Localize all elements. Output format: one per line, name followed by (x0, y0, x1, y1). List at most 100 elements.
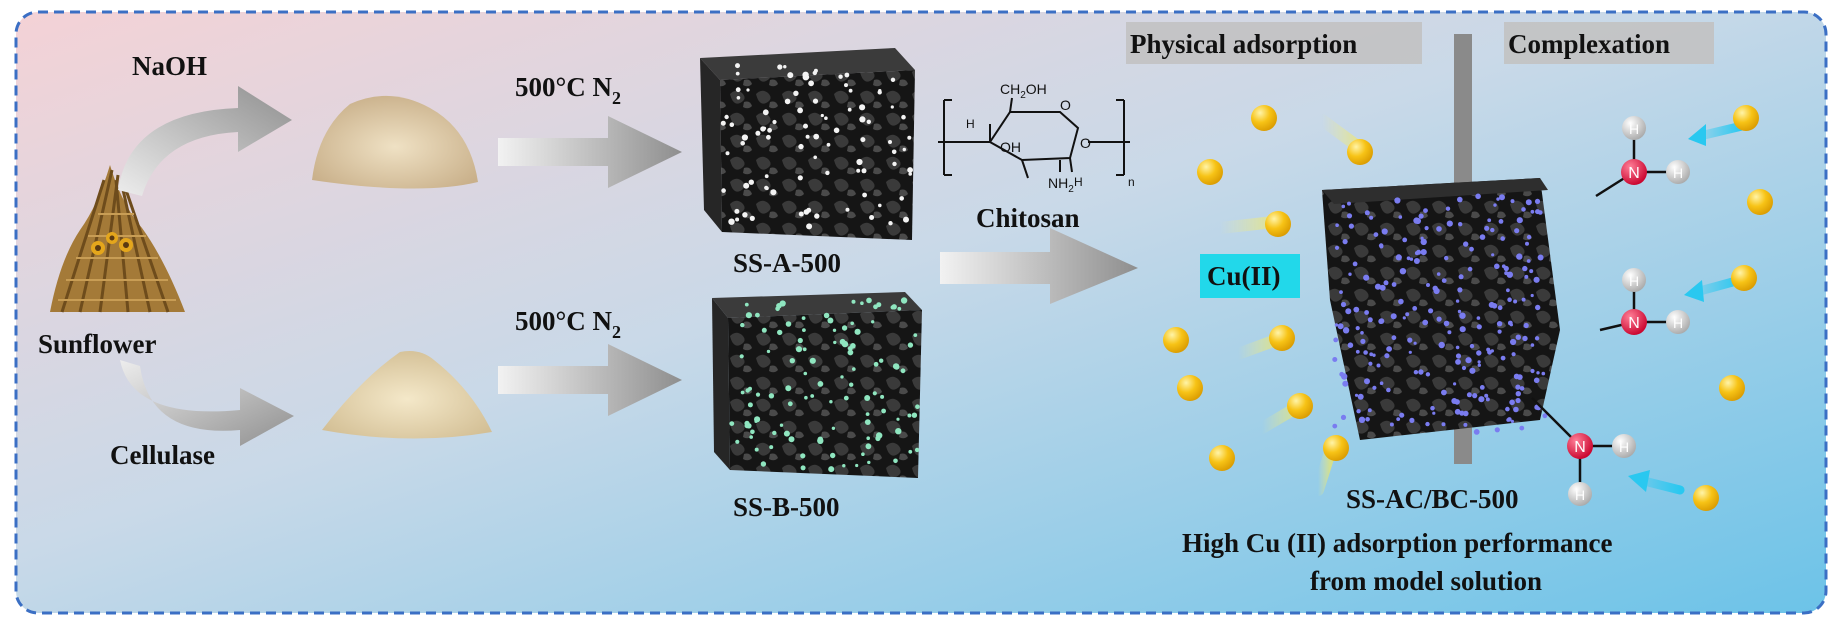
pore-dot (1436, 226, 1442, 232)
pore-dot (1487, 218, 1491, 222)
pore-dot (1423, 208, 1428, 213)
pore-dot (755, 131, 760, 136)
pore-dot (1529, 269, 1533, 273)
label-product: SS-AC/BC-500 (1346, 484, 1519, 514)
pore-dot (915, 448, 919, 452)
pore-dot (798, 144, 803, 149)
pore-dot (859, 116, 865, 122)
pore-dot (1444, 256, 1448, 260)
pore-dot (1359, 417, 1365, 423)
pore-dot (1478, 396, 1484, 402)
label-cellulase: Cellulase (110, 440, 215, 470)
pore-dot (1407, 256, 1411, 260)
pore-dot (780, 424, 783, 427)
cu-ion (1265, 211, 1291, 237)
pore-dot (735, 440, 739, 444)
pore-dot (761, 461, 766, 466)
pore-dot (1347, 202, 1351, 206)
pore-dot (1360, 331, 1364, 335)
pore-dot (1474, 429, 1480, 435)
pore-dot (1527, 259, 1531, 263)
pore-dot (1332, 357, 1337, 362)
pore-dot (734, 209, 739, 214)
pore-dot (888, 221, 892, 225)
svg-text:H: H (1673, 315, 1683, 331)
pore-dot (1514, 228, 1519, 233)
pore-dot (901, 368, 906, 373)
pore-dot (1480, 234, 1486, 240)
pore-dot (769, 445, 773, 449)
pore-dot (856, 169, 860, 173)
pore-dot (832, 427, 835, 430)
pore-dot (829, 400, 832, 403)
pore-dot (777, 330, 782, 335)
header-physical-adsorption: Physical adsorption (1130, 29, 1357, 59)
pore-dot (1399, 413, 1404, 418)
pore-dot (1517, 217, 1523, 223)
pore-dot (1512, 352, 1516, 356)
pore-dot (1477, 324, 1482, 329)
pore-dot (741, 391, 745, 395)
pore-dot (1462, 366, 1466, 370)
pore-dot (876, 432, 882, 438)
pore-dot (840, 375, 843, 378)
pore-dot (740, 323, 744, 327)
pore-dot (1525, 242, 1529, 246)
pore-dot (1384, 280, 1389, 285)
pore-dot (798, 338, 803, 343)
cu-ion (1251, 105, 1277, 131)
pore-dot (856, 159, 862, 165)
pore-dot (1409, 351, 1412, 354)
pore-dot (903, 217, 909, 223)
pore-dot (1407, 338, 1412, 343)
pore-dot (786, 321, 792, 327)
pore-dot (1378, 319, 1383, 324)
pore-dot (802, 316, 806, 320)
pore-dot (765, 174, 769, 178)
pore-dot (901, 297, 907, 303)
pore-dot (772, 431, 776, 435)
pore-dot (1511, 199, 1515, 203)
pore-dot (881, 409, 886, 414)
pore-dot (1379, 243, 1384, 248)
pore-dot (907, 414, 911, 418)
pore-dot (1439, 342, 1445, 348)
svg-text:O: O (1080, 135, 1091, 151)
pore-dot (783, 65, 786, 68)
pore-dot (1531, 294, 1534, 297)
pore-dot (721, 121, 726, 126)
pore-dot (813, 71, 817, 75)
pore-dot (1484, 394, 1488, 398)
pore-dot (801, 465, 806, 470)
pore-dot (1343, 327, 1349, 333)
pore-dot (797, 108, 803, 114)
pore-dot (803, 124, 808, 129)
pore-dot (813, 156, 817, 160)
pore-dot (1469, 368, 1475, 374)
pore-dot (755, 448, 759, 452)
pore-dot (742, 134, 748, 140)
pore-dot (814, 213, 819, 218)
pore-dot (1506, 288, 1510, 292)
pore-dot (879, 359, 883, 363)
pore-dot (1497, 321, 1502, 326)
pore-dot (1494, 264, 1500, 270)
pore-dot (1335, 323, 1338, 326)
pore-dot (1364, 378, 1370, 384)
pore-dot (1339, 290, 1343, 294)
pore-dot (1519, 426, 1524, 431)
pore-dot (907, 167, 913, 173)
cu-ion (1347, 139, 1373, 165)
pore-dot (876, 302, 881, 307)
pore-dot (1400, 268, 1406, 274)
pore-dot (793, 91, 798, 96)
pore-dot (810, 358, 816, 364)
pore-dot (764, 186, 768, 190)
pore-dot (1432, 412, 1435, 415)
pore-dot (1491, 253, 1494, 256)
pore-dot (855, 329, 861, 335)
pore-dot (1453, 382, 1456, 385)
pore-dot (1374, 232, 1379, 237)
pore-dot (798, 175, 803, 180)
pore-dot (1513, 300, 1517, 304)
